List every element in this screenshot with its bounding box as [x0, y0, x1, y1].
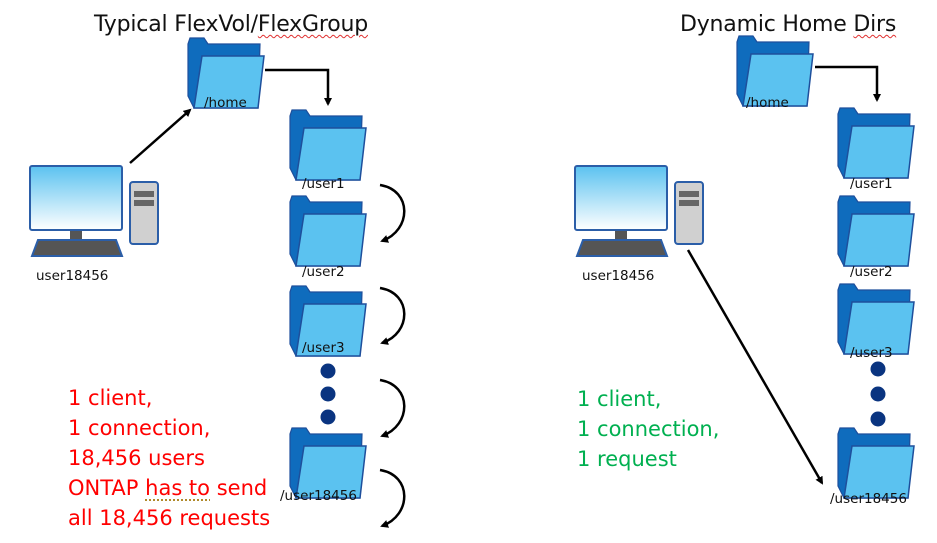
right-title-misspelled: Dirs — [853, 12, 897, 37]
right-home-to-user1-arrow — [815, 65, 881, 102]
note-line: ONTAP has to send — [68, 473, 270, 503]
right-ellipsis-dot — [870, 361, 886, 377]
left-folder-label: /home — [204, 95, 247, 111]
left-ellipsis-dot — [320, 363, 336, 379]
right-folder-label: /user18456 — [830, 491, 907, 507]
left-user2-to-user3-arrow — [379, 286, 406, 345]
left-folder-label: /user18456 — [280, 488, 357, 504]
right-folder-label: /user1 — [850, 176, 893, 192]
left-title-part: Typical FlexVol/ — [94, 12, 258, 37]
note-line: 1 connection, — [577, 417, 720, 441]
left-folder-label: /user1 — [302, 176, 345, 192]
left-home-to-user1-arrow — [265, 68, 332, 106]
right-folder-label: /user2 — [850, 264, 893, 280]
right-ellipsis-dot — [870, 411, 886, 427]
note-line: 1 client, — [68, 386, 153, 410]
right-folder-user2-icon — [837, 195, 915, 267]
note-line: 1 client, — [577, 387, 662, 411]
right-folder-user3-icon — [837, 283, 915, 355]
note-line: all 18,456 requests — [68, 506, 271, 530]
right-title: Dynamic Home Dirs — [680, 12, 896, 37]
left-folder-label: /user2 — [302, 264, 345, 280]
note-fragment: send — [210, 476, 268, 500]
right-folder-user1-icon — [837, 107, 915, 179]
note-fragment-grammar-flagged: has to — [145, 476, 211, 500]
left-ellipsis-dot — [320, 386, 336, 402]
left-folder-user1-icon — [289, 109, 367, 181]
left-folder-label: /user3 — [302, 340, 345, 356]
note-fragment: ONTAP — [68, 476, 146, 500]
right-folder-label: /home — [746, 95, 789, 111]
left-user3-to-user18456-arrow — [379, 378, 406, 438]
left-user1-to-user2-arrow — [379, 183, 406, 243]
right-folder-user18456-icon — [837, 427, 915, 499]
left-ellipsis-dot — [320, 409, 336, 425]
note-line: 18,456 users — [68, 446, 205, 470]
right-title-part: Dynamic Home — [680, 12, 854, 37]
left-problem-note: 1 client, 1 connection, 18,456 users ONT… — [68, 383, 270, 533]
left-user18456-next-arrow — [379, 468, 406, 528]
right-client-label: user18456 — [582, 268, 655, 284]
left-title-misspelled: FlexGroup — [257, 12, 368, 37]
left-folder-user2-icon — [289, 195, 367, 267]
note-line: 1 request — [577, 447, 677, 471]
left-title: Typical FlexVol/FlexGroup — [94, 12, 368, 37]
left-client-computer-icon — [29, 165, 159, 257]
right-client-computer-icon — [574, 165, 704, 257]
right-solution-note: 1 client, 1 connection, 1 request — [577, 384, 719, 474]
left-client-to-home-arrow — [129, 108, 192, 164]
note-line: 1 connection, — [68, 416, 211, 440]
right-folder-label: /user3 — [850, 345, 893, 361]
right-client-direct-arrow — [686, 249, 824, 485]
left-client-label: user18456 — [36, 268, 109, 284]
right-ellipsis-dot — [870, 386, 886, 402]
